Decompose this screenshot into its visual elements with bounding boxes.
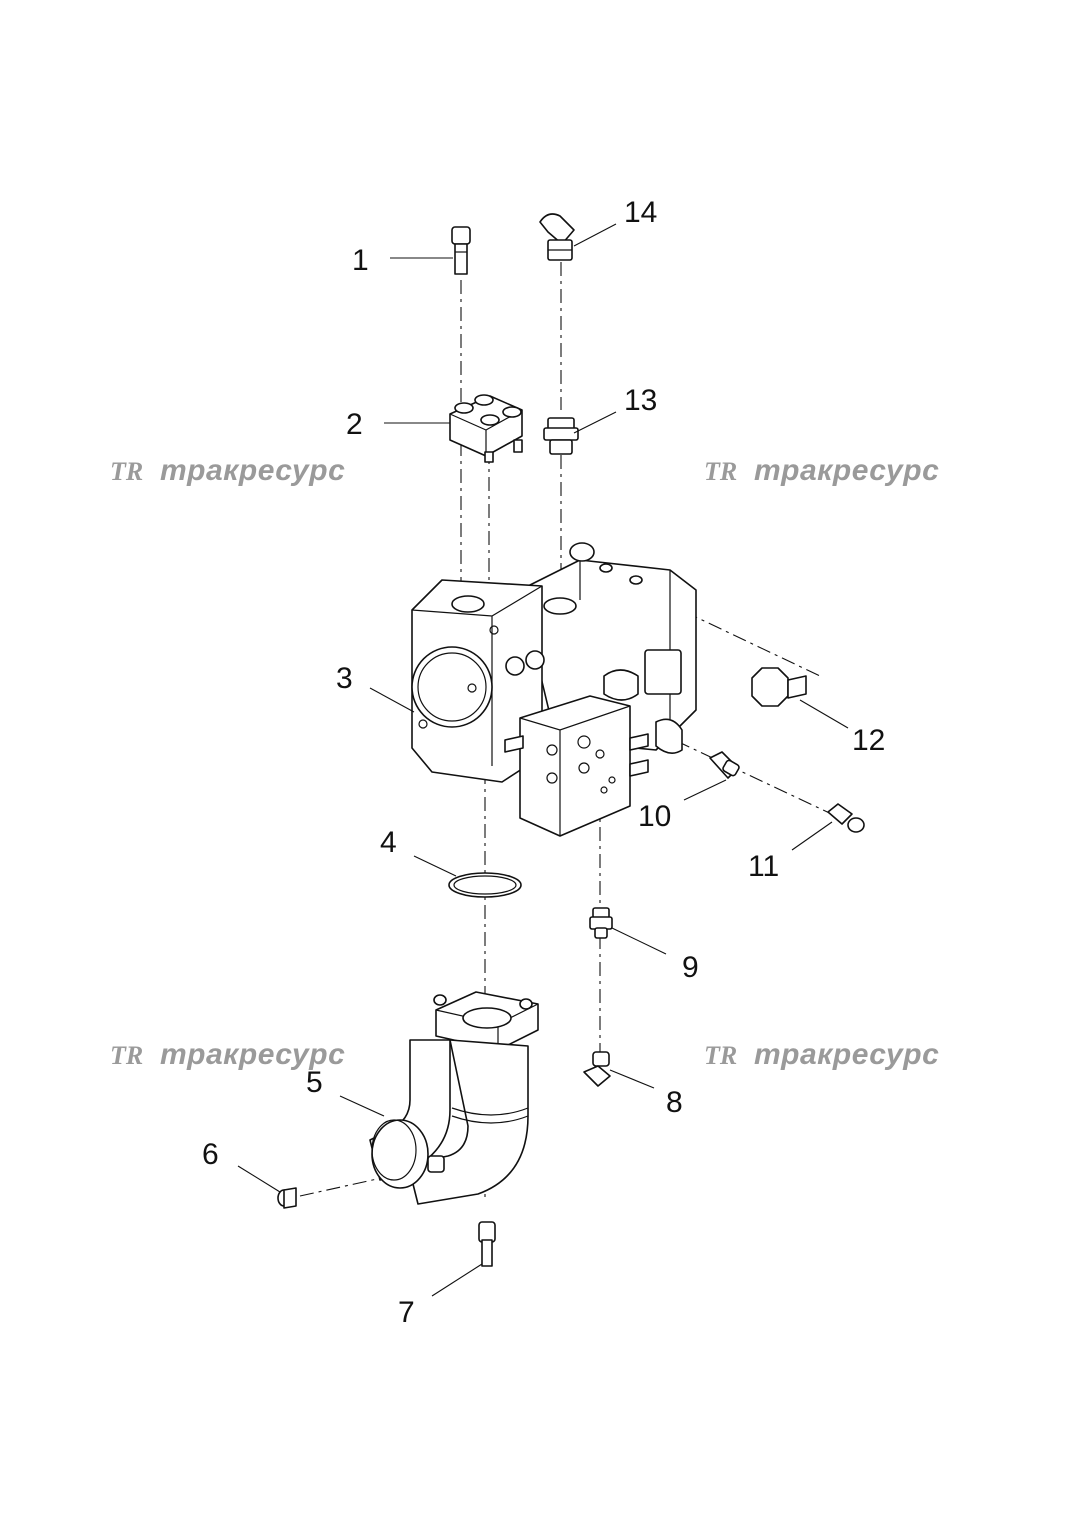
callout-7: 7 [398,1296,415,1329]
callout-numbers: 1 2 3 4 5 6 7 8 9 10 11 12 13 14 [202,196,885,1329]
callout-5: 5 [306,1066,323,1099]
callout-3: 3 [336,662,353,695]
part-12-hex-bolt [751,667,807,707]
watermark-logo: TR [110,457,143,486]
watermark-text: тракресурс [160,454,345,487]
watermark-logo: TR [110,1041,143,1070]
part-11-nipple [827,803,865,833]
callout-13: 13 [624,384,657,417]
part-6-plug [277,1187,297,1209]
callout-8: 8 [666,1086,683,1119]
part-2-flange-block [449,394,523,463]
callout-2: 2 [346,408,363,441]
part-5-elbow-pipe [369,991,539,1205]
watermark-text: тракресурс [754,1038,939,1071]
part-10-fitting [709,751,740,779]
watermark-logo: TR [704,1041,737,1070]
watermark-top-right: TR тракресурс [704,454,939,487]
callout-14: 14 [624,196,657,229]
watermark-logo: TR [704,457,737,486]
callout-6: 6 [202,1138,219,1171]
watermark-text: тракресурс [754,454,939,487]
watermark-top-left: TR тракресурс [110,454,345,487]
watermark-bottom-left: TR тракресурс [110,1038,345,1071]
callout-11: 11 [748,850,779,883]
callout-10: 10 [638,800,671,833]
callout-12: 12 [852,724,885,757]
part-4-o-ring [448,872,522,898]
part-1-cap-screw [451,226,471,275]
part-9-fitting [589,907,613,939]
part-3-hydraulic-pump [411,542,697,837]
callout-1: 1 [352,244,369,277]
callout-9: 9 [682,951,699,984]
watermark-bottom-right: TR тракресурс [704,1038,939,1071]
callout-4: 4 [380,826,397,859]
leader-lines [237,223,849,1297]
part-13-adapter-fitting [543,417,579,455]
part-8-elbow-fitting [583,1051,611,1087]
part-14-elbow-fitting [539,213,575,261]
part-7-cap-screw [478,1221,496,1267]
watermark-text: тракресурс [160,1038,345,1071]
